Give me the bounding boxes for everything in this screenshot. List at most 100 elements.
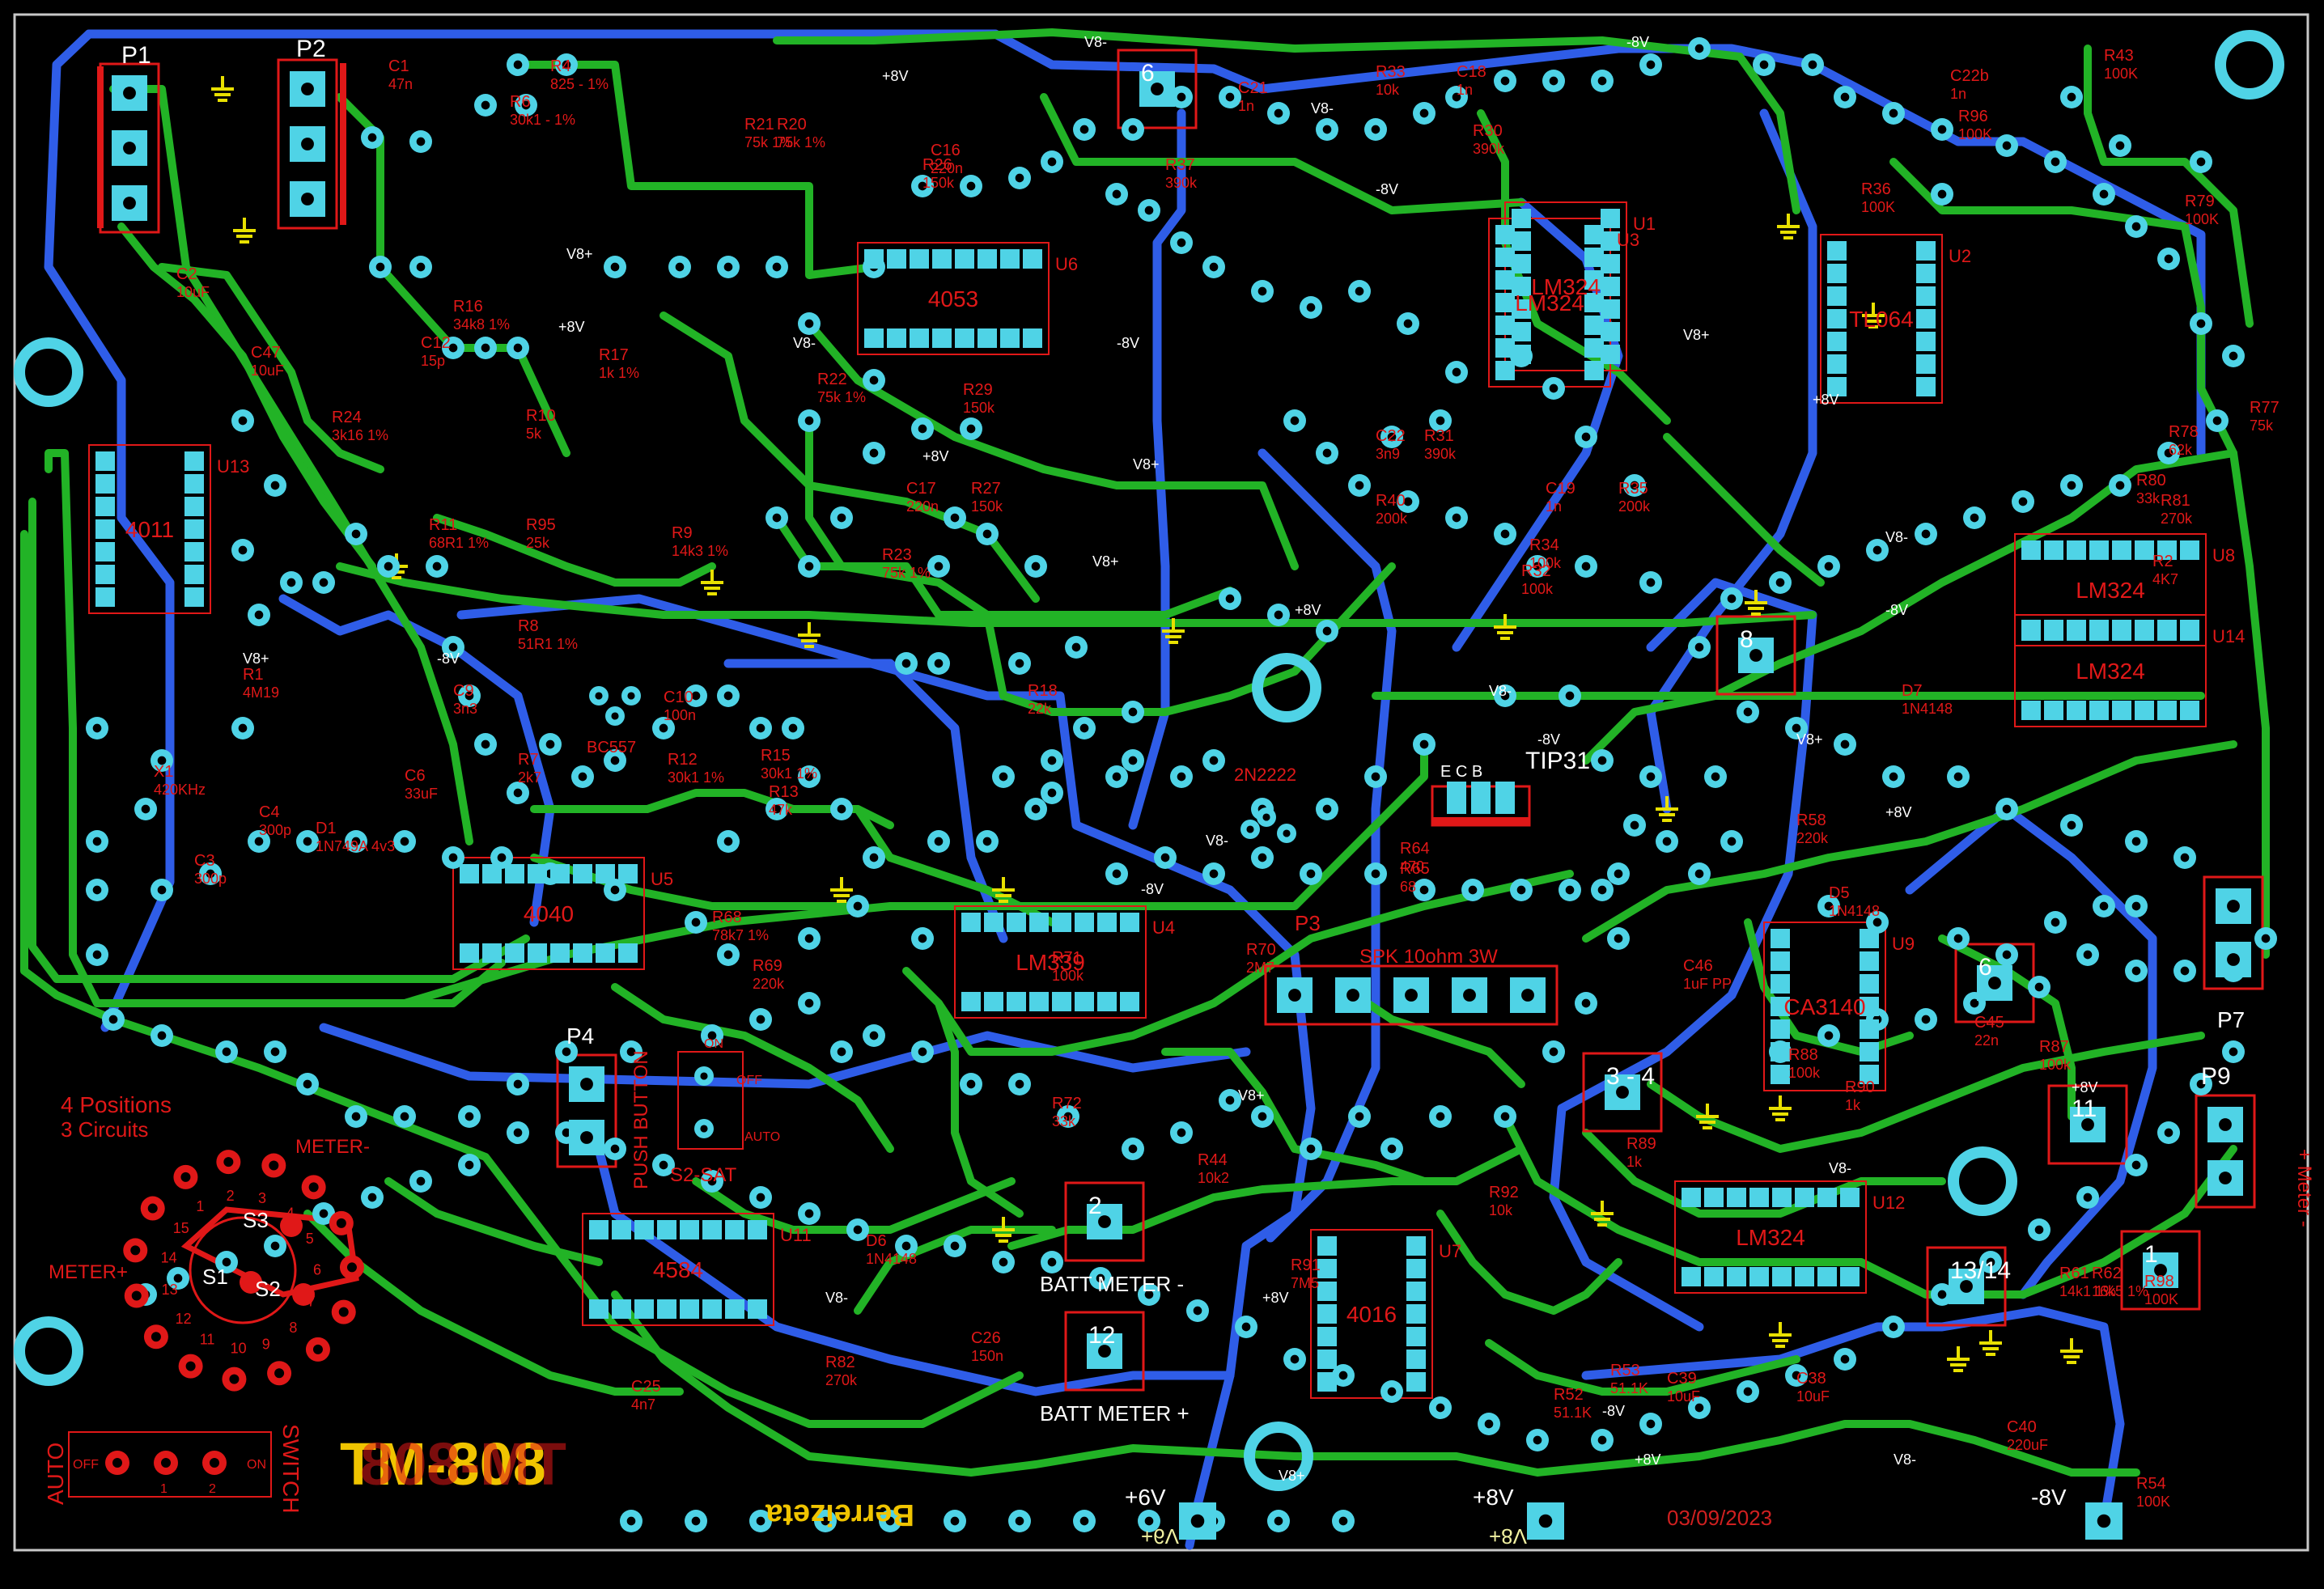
pad-hole xyxy=(1322,804,1332,814)
pad-hole xyxy=(1387,1144,1397,1154)
part-value: 22k xyxy=(1028,701,1052,717)
part-value: 1k xyxy=(1626,1154,1643,1170)
part-ref: C40 xyxy=(2007,1418,2037,1436)
connector-label: 3 - 4 xyxy=(1606,1063,1655,1090)
pad-hole xyxy=(286,578,296,587)
ic-pin xyxy=(1317,1282,1337,1301)
part-ref: C22b xyxy=(1950,67,1989,85)
part-ref: R20 xyxy=(777,116,807,133)
part-ref: R40 xyxy=(1376,492,1406,510)
ic-pin xyxy=(2044,621,2063,641)
pad-hole xyxy=(1098,1345,1111,1358)
rail-label: V8- xyxy=(1311,100,1334,117)
pad-hole xyxy=(1436,1112,1445,1121)
pad-hole xyxy=(1371,772,1380,782)
part-value: 4K7 xyxy=(2152,571,2178,587)
pad-hole xyxy=(1436,1403,1445,1413)
pad-hole xyxy=(1521,989,1534,1002)
part-value: 51.1K xyxy=(1610,1380,1648,1396)
pad-hole xyxy=(1193,1306,1202,1316)
pad-hole xyxy=(1824,1031,1834,1040)
top-trace xyxy=(1007,1145,1525,1250)
rotary-pin-label: 1 xyxy=(196,1198,204,1214)
part-value: 3n3 xyxy=(453,701,477,717)
part-value: 68 xyxy=(1400,879,1416,895)
pad-hole xyxy=(206,869,215,879)
ic-pin xyxy=(1495,293,1515,312)
rotary-pole-label: S2 xyxy=(255,1277,281,1301)
pad-hole xyxy=(1047,157,1057,167)
ic-pin xyxy=(2135,701,2154,720)
part-value: 10uF xyxy=(176,284,210,300)
ic-pin xyxy=(1916,354,1936,374)
pad-hole xyxy=(448,853,458,862)
part-ref: R61 xyxy=(2059,1265,2089,1282)
pad-hole xyxy=(2196,1079,2206,1089)
pad-hole xyxy=(2083,1193,2093,1202)
pad-hole xyxy=(2050,917,2060,927)
pad-hole xyxy=(869,375,879,385)
ic-label: 4053 xyxy=(928,286,978,311)
pad-hole xyxy=(1098,1215,1111,1228)
rotary-subtitle: 3 Circuits xyxy=(61,1117,148,1142)
pad-hole xyxy=(2050,157,2060,167)
pad-hole xyxy=(578,772,587,782)
pad-hole xyxy=(1262,813,1270,821)
pad-hole xyxy=(723,691,733,701)
pad-hole xyxy=(756,1193,765,1202)
pad-hole xyxy=(400,837,409,846)
pad-hole xyxy=(161,1458,171,1468)
rotary-pin-label: 5 xyxy=(306,1231,314,1247)
pad-hole xyxy=(1937,189,1947,199)
pad-hole xyxy=(481,343,490,353)
part-ref: R12 xyxy=(668,751,698,769)
rail-label: -8V xyxy=(1602,1403,1625,1419)
part-value: 1k xyxy=(1845,1097,1861,1113)
pad-hole xyxy=(92,885,102,895)
ic-pin xyxy=(184,451,204,471)
pad-hole xyxy=(1889,772,1898,782)
board-title-mirror: TM-808 xyxy=(360,1430,566,1498)
pad-hole xyxy=(1452,513,1461,523)
ic-pin xyxy=(2044,701,2063,720)
pad-hole xyxy=(1031,561,1041,571)
top-trace xyxy=(1938,934,2076,1121)
pad-hole xyxy=(319,578,329,587)
pad-hole xyxy=(270,1241,280,1251)
top-trace xyxy=(1582,740,2237,943)
ic-pin xyxy=(1827,264,1847,283)
ic-pin xyxy=(1682,1188,1701,1207)
ic-label: LM324 xyxy=(1515,290,1584,316)
pad-hole xyxy=(222,1047,231,1057)
ic-pin xyxy=(1916,286,1936,306)
board-title: TM-808 xyxy=(340,1430,546,1498)
ic-pin xyxy=(725,1299,744,1319)
rail-label: V8+ xyxy=(1683,327,1710,343)
sat-on: ON xyxy=(704,1037,723,1051)
ic-ref: U4 xyxy=(1152,917,1175,938)
pad-hole xyxy=(1565,885,1575,895)
ic-outline xyxy=(1310,1229,1433,1399)
part-ref: R32 xyxy=(1521,562,1551,580)
pad-hole xyxy=(92,723,102,733)
pad-hole xyxy=(723,837,733,846)
pad-hole xyxy=(1953,772,1963,782)
part-value: 200k xyxy=(1618,498,1651,515)
pad-hole xyxy=(1031,804,1041,814)
ic-pin xyxy=(1023,249,1042,269)
pad-hole xyxy=(837,1047,846,1057)
part-ref: R98 xyxy=(2144,1273,2174,1290)
connector-3-4 xyxy=(1582,1052,1663,1133)
pad-hole xyxy=(918,934,927,943)
rotary-pin-hole xyxy=(269,1160,279,1171)
pad-hole xyxy=(1177,772,1186,782)
part-ref: R79 xyxy=(2185,193,2215,210)
part-ref: R33 xyxy=(1376,63,1406,81)
part-ref: C16 xyxy=(931,142,961,159)
ic-pin xyxy=(1860,997,1879,1016)
pad-hole xyxy=(1646,60,1656,70)
pad-hole xyxy=(2099,189,2109,199)
ic-pin xyxy=(1495,361,1515,380)
ic-pin xyxy=(1727,1188,1746,1207)
pad-hole xyxy=(1616,1086,1629,1099)
